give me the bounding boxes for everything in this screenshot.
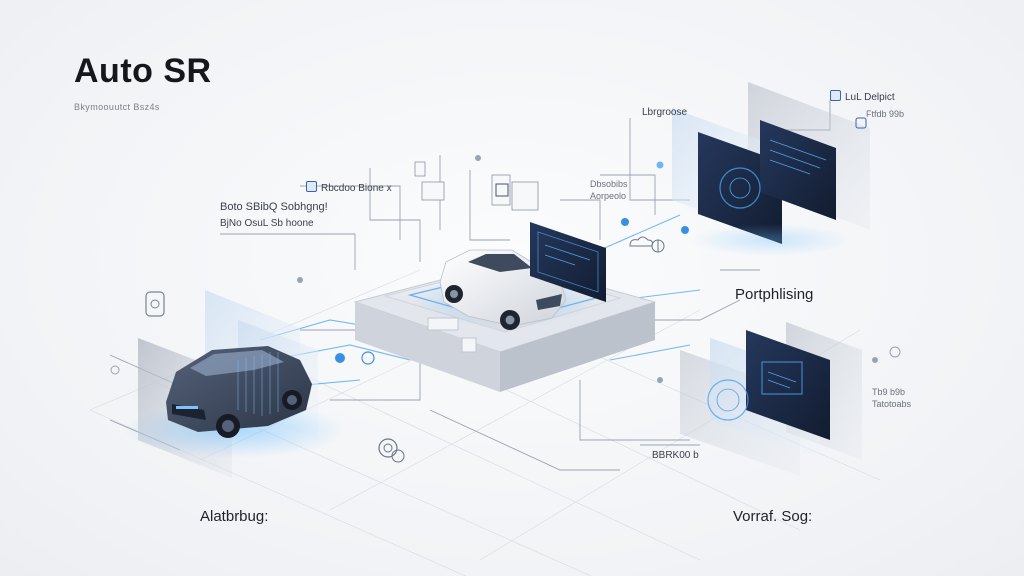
legend-top-left: Lbrgroose: [642, 107, 688, 118]
callout-line-1: Boto SBibQ Sobhgng!: [220, 201, 328, 213]
vehicle-callout: Rbcdoo Bione x: [306, 181, 392, 194]
bottom-note: BBRK00 b: [652, 450, 699, 461]
bottom-left-label: Alatbrbug:: [200, 508, 269, 525]
legend-top-right-sub: Ftfdb 99b: [866, 109, 905, 119]
postprocessing-label: Portphlising: [735, 286, 814, 303]
callout-line-2: BjNo OsuL Sb hoone: [220, 218, 314, 229]
right-note-line-1: Tb9 b9b: [872, 387, 906, 397]
dot-node-icon: [855, 117, 867, 129]
callout-badge-icon: [306, 181, 317, 192]
center-screen: [530, 222, 606, 302]
legend-top-right: LuL Delpict: [830, 90, 895, 103]
lock-icon: [145, 291, 165, 317]
bottom-right-label: Vorraf. Sog:: [733, 508, 813, 525]
cloud-icon: [629, 236, 653, 247]
signal-icon: [651, 239, 665, 253]
chip-icon: [495, 183, 509, 197]
right-note-line-2: Tatotoabs: [872, 399, 912, 409]
legend-badge-icon: [830, 90, 841, 101]
page-title: Auto SR: [74, 52, 212, 90]
bottom-right-panels: [680, 322, 862, 476]
gear-icon: [378, 438, 405, 463]
car-dark: [166, 346, 312, 438]
left-stage: [125, 290, 345, 478]
mid-note-line-2: Aorpeolo: [590, 191, 627, 201]
car-white: [439, 249, 567, 330]
mid-note-line-1: Dbsobibs: [590, 179, 628, 189]
floating-widgets: [414, 161, 539, 211]
top-right-panels: [672, 82, 870, 256]
page-subtitle: Bkymoouutct Bsz4s: [74, 102, 160, 112]
